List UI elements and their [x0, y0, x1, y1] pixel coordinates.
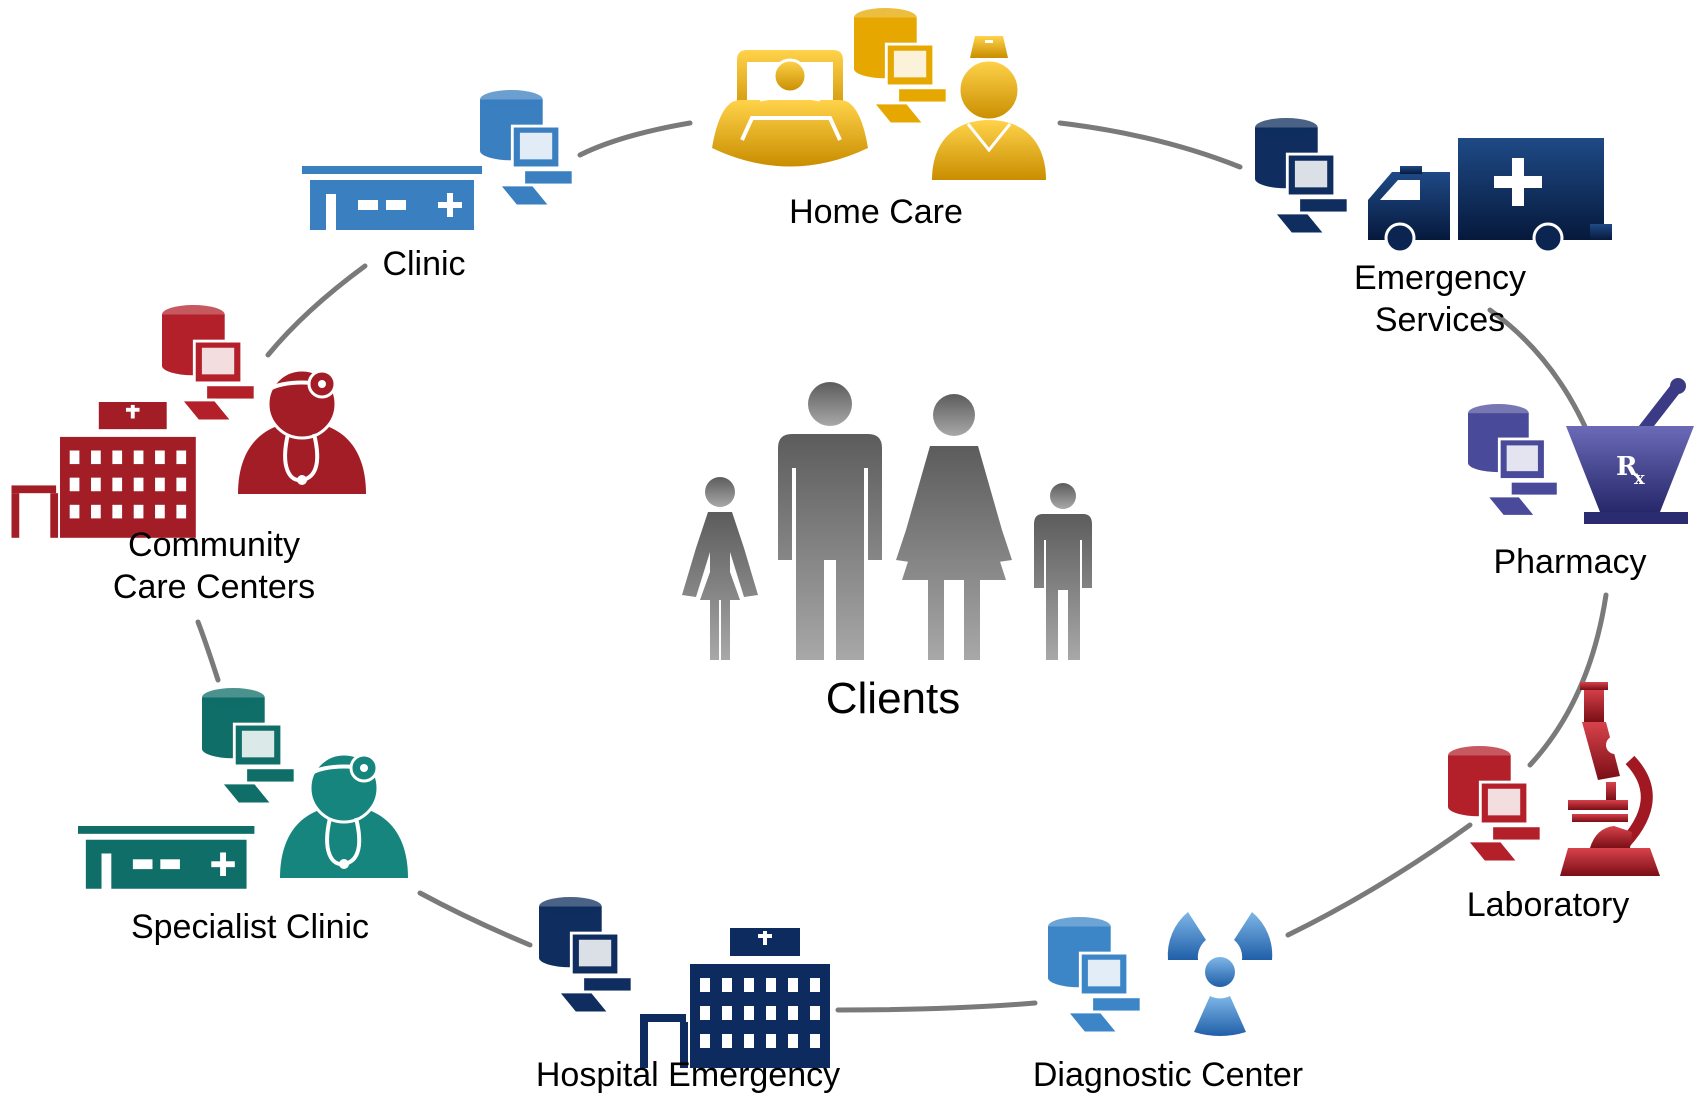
community-database-computer-icon — [160, 303, 257, 423]
laboratory-database-computer-icon — [1446, 744, 1543, 864]
clinic-database-computer-icon — [478, 88, 575, 208]
node-clinic — [302, 88, 575, 230]
diagnostic-database-computer-icon — [1046, 915, 1143, 1035]
hospital-emergency-database-computer-icon — [537, 895, 634, 1015]
hospital-building-icon — [640, 928, 830, 1068]
label-home-care: Home Care — [789, 193, 963, 231]
girl-figure-icon — [682, 477, 758, 660]
label-community-care-centers: Community Care Centers — [112, 526, 316, 606]
label-laboratory: Laboratory — [1466, 886, 1630, 924]
node-emergency-services — [1253, 116, 1612, 254]
label-specialist-clinic: Specialist Clinic — [130, 908, 370, 946]
man-figure-icon — [778, 382, 882, 660]
connector-diagnostic-hospital — [835, 1000, 1038, 1013]
connector-lines — [195, 120, 1609, 1013]
label-emergency-services: Emergency Services — [1354, 259, 1526, 339]
specialist-database-computer-icon — [200, 686, 297, 806]
svg-text:x: x — [1634, 468, 1645, 489]
svg-text:R: R — [1616, 452, 1638, 482]
connector-pharmacy-laboratory — [1527, 592, 1609, 768]
nurse-icon — [932, 36, 1046, 180]
label-pharmacy: Pharmacy — [1493, 543, 1647, 581]
node-hospital-emergency — [537, 895, 830, 1068]
node-specialist-clinic — [78, 686, 410, 889]
node-diagnostic-center — [1046, 912, 1273, 1036]
emergency-database-computer-icon — [1253, 116, 1350, 236]
connector-clinic-homecare — [577, 120, 693, 158]
connector-laboratory-diagnostic — [1285, 822, 1473, 938]
connector-specialist-community — [195, 619, 221, 683]
patient-bed-icon — [712, 50, 868, 167]
hospital-building-icon — [11, 402, 196, 538]
radiation-icon — [1167, 912, 1273, 1036]
pharmacy-database-computer-icon — [1466, 402, 1560, 518]
node-pharmacy: R x — [1466, 378, 1694, 524]
home-care-database-computer-icon — [852, 6, 949, 126]
connector-homecare-emergency — [1057, 120, 1243, 170]
label-hospital-emergency: Hospital Emergency — [535, 1056, 841, 1094]
label-clinic: Clinic — [382, 245, 466, 283]
doctor-icon — [278, 752, 410, 880]
microscope-icon — [1560, 682, 1660, 876]
node-home-care — [712, 6, 1046, 180]
label-diagnostic-center: Diagnostic Center — [1032, 1056, 1304, 1094]
clinic-building-icon — [78, 826, 255, 889]
doctor-icon — [236, 368, 368, 496]
label-clients: Clients — [825, 674, 961, 723]
clinic-building-icon — [302, 166, 482, 230]
family-icon — [682, 382, 1092, 660]
node-laboratory — [1446, 682, 1660, 876]
woman-figure-icon — [896, 394, 1012, 660]
connector-community-clinic — [265, 263, 368, 358]
mortar-pestle-rx-icon: R x — [1566, 378, 1694, 524]
boy-figure-icon — [1034, 483, 1092, 660]
ambulance-icon — [1368, 138, 1612, 254]
node-community-care-centers — [11, 303, 368, 538]
connector-hospital-specialist — [417, 890, 533, 948]
